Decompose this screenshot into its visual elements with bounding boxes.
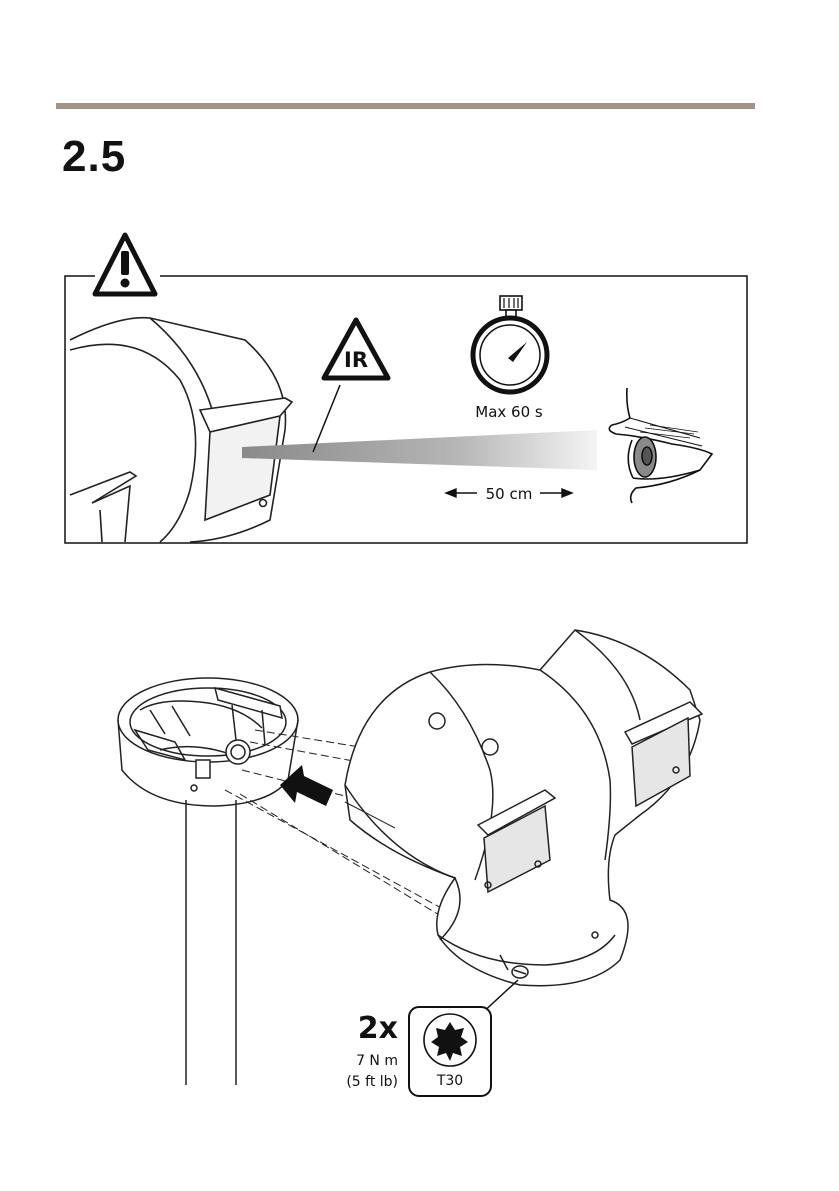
installation-illustration: T30 2x 7 N m (5 ft lb): [0, 610, 839, 1110]
ir-beam: [242, 430, 597, 470]
warning-icon: [95, 235, 155, 294]
screw-count: 2x: [358, 1011, 398, 1046]
timer-label: Max 60 s: [475, 403, 543, 421]
section-divider: [56, 103, 755, 109]
camera-head-drawing: [70, 318, 292, 542]
section-number: 2.5: [62, 132, 126, 182]
bit-size: T30: [436, 1073, 463, 1089]
warning-frame: [65, 276, 747, 543]
camera-unit: [345, 630, 702, 986]
eye-icon: [609, 388, 712, 503]
distance-label: 50 cm: [486, 485, 533, 503]
mounting-screw: [512, 966, 528, 978]
torque-ftlb: (5 ft lb): [346, 1074, 398, 1090]
ir-warning-illustration: IR Max 60 s 50 cm: [0, 220, 839, 560]
stopwatch-icon: [473, 296, 547, 392]
mount-bracket: [118, 678, 298, 806]
ir-warning-icon: IR: [313, 320, 388, 452]
torx-t30-icon: T30: [409, 1007, 491, 1096]
torque-nm: 7 N m: [356, 1053, 398, 1069]
arrow-icon: [280, 765, 333, 806]
ir-label: IR: [344, 348, 368, 372]
